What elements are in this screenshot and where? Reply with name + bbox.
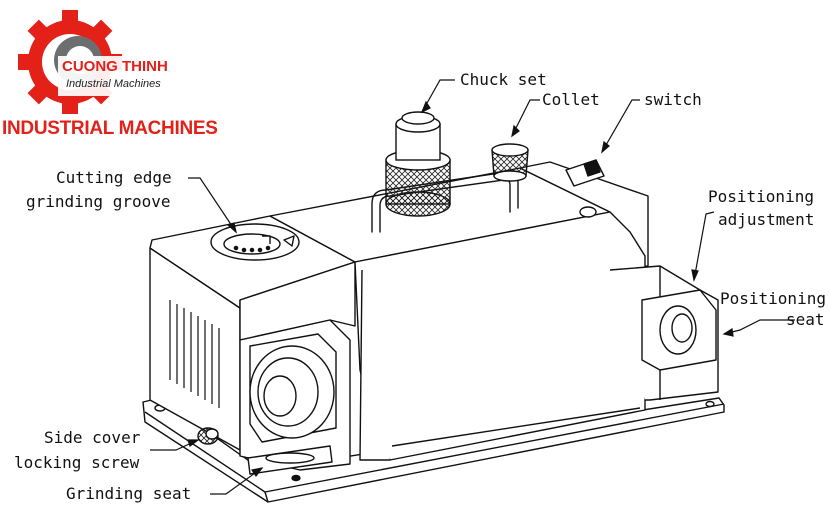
label-cutting-edge-line1: Cutting edge [56, 168, 172, 187]
side-cover-locking-screw [197, 427, 219, 445]
left-housing [149, 215, 356, 451]
label-side-cover-line2: locking screw [14, 453, 140, 472]
chuck-set [385, 111, 451, 217]
label-grinding-seat: Grinding seat [66, 484, 192, 503]
label-side-cover-line1: Side cover [44, 428, 141, 447]
label-switch: switch [644, 90, 702, 109]
label-positioning-adjustment-line1: Positioning [708, 187, 814, 206]
label-positioning-seat-line1: Positioning [720, 289, 826, 308]
brand-banner: INDUSTRIAL MACHINES [2, 118, 218, 139]
cutting-edge-grinding-groove [210, 223, 300, 261]
positioning-seat [641, 289, 717, 371]
label-positioning-seat-line2: seat [786, 310, 825, 329]
logo-brand-name: CUONG THINH [62, 58, 168, 75]
leader-lines [150, 79, 795, 495]
label-cutting-edge-line2: grinding groove [26, 192, 171, 211]
main-body [269, 159, 719, 461]
collet [491, 143, 529, 182]
grinding-seat [239, 319, 351, 475]
label-chuck-set: Chuck set [460, 70, 547, 89]
label-positioning-adjustment-line2: adjustment [718, 210, 815, 229]
company-logo [18, 10, 178, 114]
label-collet: Collet [542, 90, 600, 109]
logo-brand-subtitle: Industrial Machines [66, 78, 161, 90]
switch-icon [565, 159, 605, 187]
positioning-adjustment-knob [579, 206, 597, 218]
